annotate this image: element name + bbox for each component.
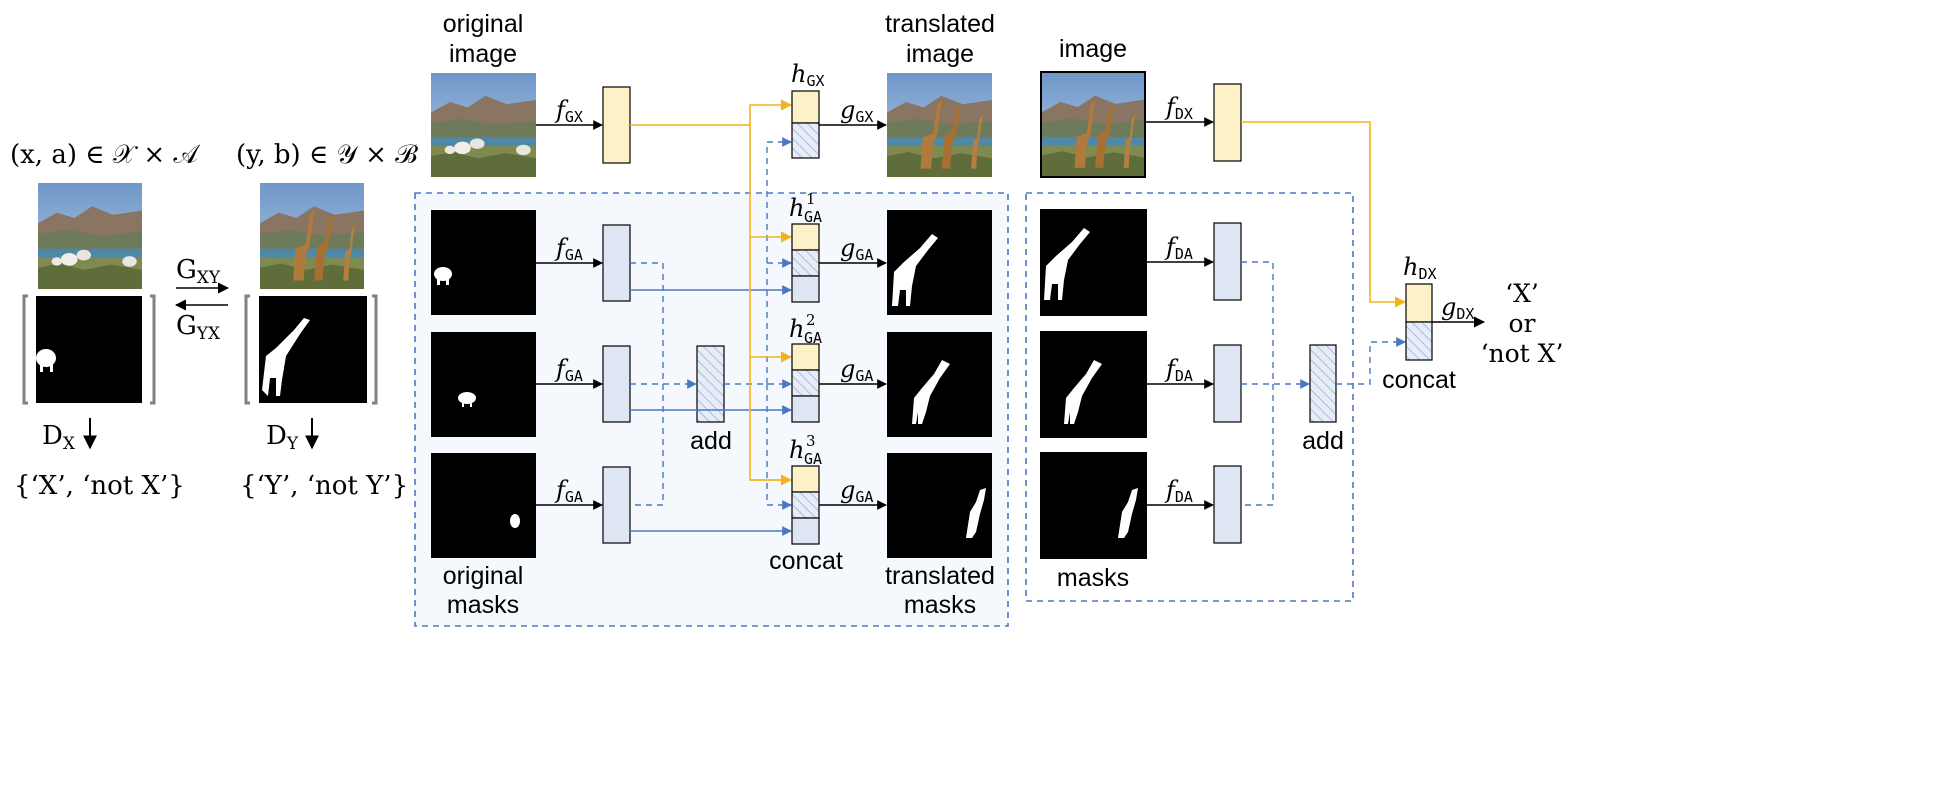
f-gx-label: fGX	[554, 96, 583, 126]
original-mask-2	[431, 332, 536, 437]
h-ga1-label: h GA 1	[789, 190, 822, 226]
original-image-label-1: original	[443, 10, 524, 38]
original-masks-label-1: original	[443, 562, 524, 590]
f-gx-feature	[602, 86, 631, 164]
add-to-hdx	[1336, 337, 1406, 385]
svg-text:h: h	[789, 194, 804, 222]
disc-image-label: image	[1059, 35, 1127, 63]
translated-mask-1	[887, 210, 992, 315]
h-dx-concat	[1405, 283, 1433, 361]
x-domain-mask	[22, 294, 156, 405]
h-ga2-label: h GA 2	[789, 311, 822, 347]
gx-to-hgx	[749, 99, 793, 125]
g-gx-label: gGX	[840, 96, 873, 126]
y-domain-image	[260, 183, 364, 289]
disc-mask-3	[1040, 452, 1147, 559]
g-ga-label-2: gGA	[840, 355, 873, 385]
svg-text:GA: GA	[804, 208, 822, 226]
h-gx-concat	[791, 90, 820, 159]
generator-add-label: add	[690, 427, 732, 455]
gyx-label: GYX	[176, 311, 221, 344]
h-ga2-concat	[791, 343, 820, 423]
original-mask-1	[431, 210, 536, 315]
dy-output: {‘Y’, ‘not Y’}	[240, 471, 408, 501]
disc-image	[1042, 73, 1144, 176]
svg-text:3: 3	[806, 432, 816, 450]
h-ga3-label: h GA 3	[789, 432, 822, 468]
f-dx-label: fDX	[1164, 93, 1193, 123]
y-domain-label: (y, b) ∈ 𝒴 × ℬ	[236, 140, 418, 170]
h-ga1-concat	[791, 223, 820, 303]
translated-image-label-1: translated	[885, 10, 995, 38]
disc-output-2: or	[1508, 309, 1535, 338]
dx-output: {‘X’, ‘not X’}	[14, 471, 185, 501]
da-sum-dashed	[1241, 261, 1274, 506]
dx-to-hdx	[1241, 121, 1407, 308]
y-domain-mask	[244, 294, 378, 405]
add-to-hga3	[766, 384, 792, 510]
f-ga-feature-3	[602, 466, 631, 544]
f-ga-feature-2	[602, 345, 631, 423]
svg-text:h: h	[789, 315, 804, 343]
add-to-hgx	[766, 137, 792, 384]
g-ga-label-1: gGA	[840, 234, 873, 264]
original-image	[431, 73, 536, 177]
f-da-feature-3	[1213, 465, 1242, 544]
disc-concat-label: concat	[1382, 366, 1456, 394]
translated-image	[887, 73, 992, 177]
original-mask-3	[431, 453, 536, 558]
translated-masks-label-2: masks	[904, 591, 976, 619]
f-ga-feature-1	[602, 224, 631, 302]
original-image-label-2: image	[449, 40, 517, 68]
original-masks-label-2: masks	[447, 591, 519, 619]
translated-mask-2	[887, 332, 992, 437]
svg-text:GA: GA	[804, 450, 822, 468]
f-dx-feature	[1213, 83, 1242, 162]
f-da-feature-1	[1213, 222, 1242, 301]
generator-concat-label: concat	[769, 547, 843, 575]
translated-masks-label-1: translated	[885, 562, 995, 590]
h-ga3-concat	[791, 465, 820, 545]
disc-mask-2	[1040, 331, 1147, 438]
translated-mask-3	[887, 453, 992, 558]
translated-image-label-2: image	[906, 40, 974, 68]
h-dx-label: hDX	[1403, 253, 1437, 283]
disc-output-3: ‘not X’	[1481, 339, 1564, 368]
x-domain-image	[38, 183, 142, 289]
svg-text:1: 1	[806, 190, 816, 208]
g-ga-label-3: gGA	[840, 476, 873, 506]
x-domain-label: (x, a) ∈ 𝒳 × 𝒜	[10, 140, 200, 170]
svg-text:2: 2	[806, 311, 816, 329]
svg-text:h: h	[789, 436, 804, 464]
disc-mask-1	[1040, 209, 1147, 316]
disc-masks-label: masks	[1057, 564, 1129, 592]
g-dx-label: gDX	[1441, 293, 1474, 323]
h-gx-label: hGX	[791, 60, 825, 90]
svg-text:GA: GA	[804, 329, 822, 347]
f-da-feature-2	[1213, 344, 1242, 423]
dx-label: DX	[42, 421, 76, 454]
disc-add-box	[1309, 344, 1337, 423]
disc-output-1: ‘X’	[1505, 279, 1539, 308]
disc-add-label: add	[1302, 427, 1344, 455]
dy-label: DY	[266, 421, 299, 454]
gxy-label: GXY	[176, 255, 221, 288]
